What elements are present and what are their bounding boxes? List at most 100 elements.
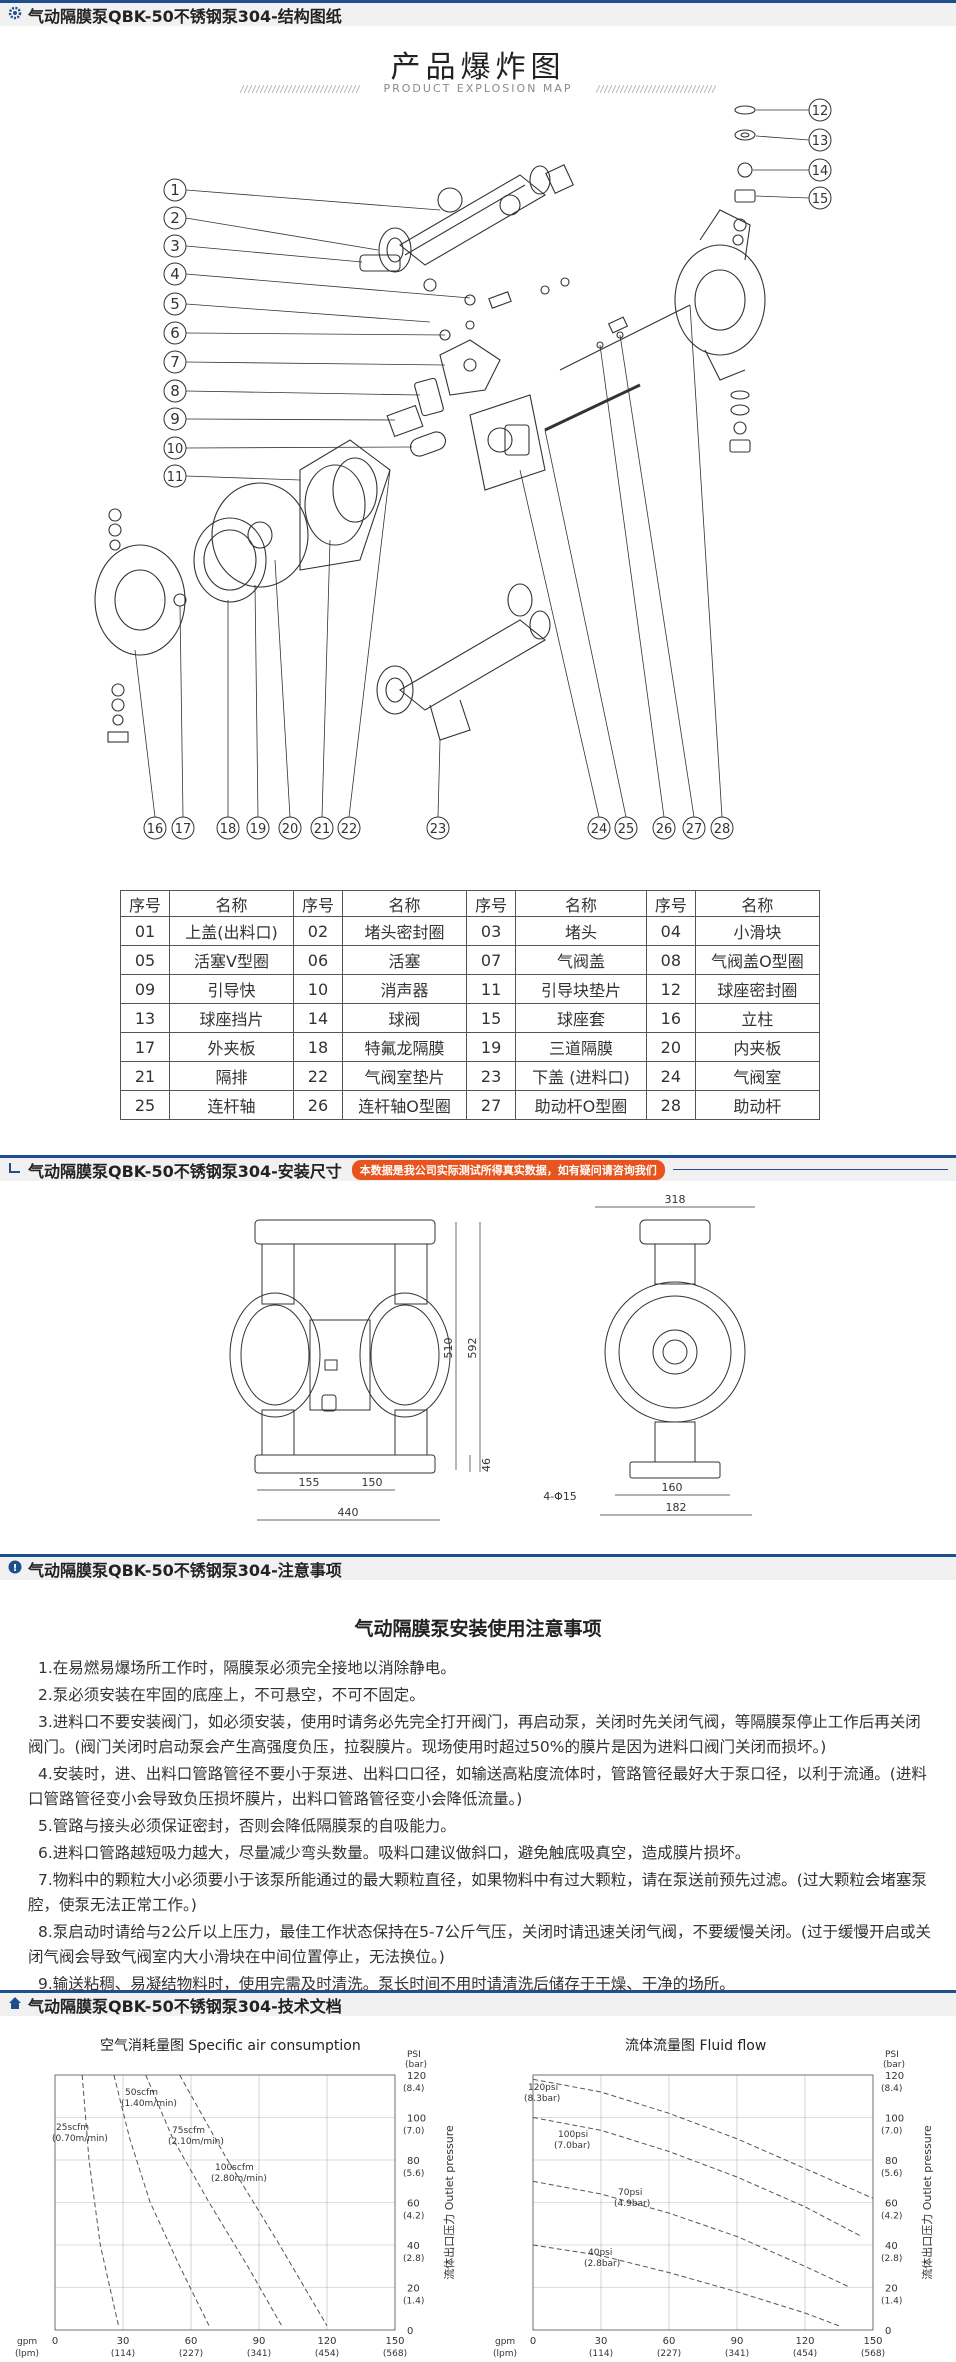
table-cell: 下盖 (进料口) xyxy=(515,1061,647,1091)
x-tick-label: 30 xyxy=(117,2336,130,2347)
chart1-title: 空气消耗量图 Specific air consumption xyxy=(100,2038,361,2054)
svg-text:14: 14 xyxy=(812,164,829,179)
callout-right-12: 12 xyxy=(756,98,832,122)
callout-left-10: 10 xyxy=(163,436,413,460)
dim-w1: 155 xyxy=(299,1476,320,1489)
table-header-cell: 名称 xyxy=(341,890,468,917)
callout-left-1: 1 xyxy=(163,178,441,211)
table-cell: 隔排 xyxy=(169,1061,294,1091)
table-cell: 14 xyxy=(292,1003,343,1033)
table-header-cell: 名称 xyxy=(515,890,647,917)
table-cell: 02 xyxy=(292,916,343,946)
callout-bottom-24: 24 xyxy=(519,469,611,840)
series-line xyxy=(145,2074,283,2327)
table-cell: 01 xyxy=(120,916,170,946)
svg-text:1: 1 xyxy=(170,181,180,199)
house-icon xyxy=(8,1995,22,2014)
dim-h1: 510 xyxy=(442,1338,455,1359)
table-cell: 引导快 xyxy=(169,974,294,1004)
exploded-view-diagram: 1 2 3 4 5 6 7 8 9 10 11 12 13 14 15 16 1… xyxy=(94,98,832,840)
series-annotation: (8.3bar) xyxy=(524,2094,560,2104)
plot-frame xyxy=(532,2074,874,2331)
y-axis-title: 流体出口压力 Outlet pressure xyxy=(920,2125,934,2280)
table-cell: 气阀盖 xyxy=(515,945,647,975)
table-cell: 23 xyxy=(466,1061,517,1091)
table-cell: 05 xyxy=(120,945,170,975)
x-tick-label: 90 xyxy=(731,2336,744,2347)
table-cell: 球座套 xyxy=(515,1003,647,1033)
note-item: 8.泵启动时请给与2公斤以上压力，最佳工作状态保持在5-7公斤气压，关闭时请迅速… xyxy=(28,1923,932,1966)
table-cell: 26 xyxy=(292,1090,343,1120)
x-tick-label: 90 xyxy=(253,2336,266,2347)
table-cell: 20 xyxy=(645,1032,696,1062)
callout-right-13: 13 xyxy=(755,128,832,152)
table-cell: 16 xyxy=(645,1003,696,1033)
dim-side-w2: 182 xyxy=(666,1501,687,1514)
y-axis-title: 流体出口压力 Outlet pressure xyxy=(442,2125,456,2280)
series-annotation: (2.80m/min) xyxy=(211,2174,267,2184)
series-annotation: 120psi xyxy=(528,2083,558,2093)
x-tick-label-lpm: (454) xyxy=(793,2349,817,2359)
callout-bottom-26: 26 xyxy=(599,344,676,840)
table-cell: 27 xyxy=(466,1090,517,1120)
y-tick-label: 80 xyxy=(407,2156,420,2167)
y-tick-label-bar: (7.0) xyxy=(403,2127,424,2137)
y-tick-label: 40 xyxy=(885,2241,898,2252)
svg-text:!: ! xyxy=(13,1563,18,1574)
table-cell: 08 xyxy=(645,945,696,975)
callout-bottom-18: 18 xyxy=(216,600,240,840)
x-tick-label: 120 xyxy=(795,2336,814,2347)
x-tick-label-lpm: (341) xyxy=(247,2349,271,2359)
y-tick-label: 60 xyxy=(407,2199,420,2210)
table-cell: 活塞V型圈 xyxy=(169,945,294,975)
table-header-cell: 序号 xyxy=(645,890,696,917)
x-tick-label: 60 xyxy=(185,2336,198,2347)
dim-side-hole: 4-Φ15 xyxy=(543,1490,577,1503)
y-unit-label: (bar) xyxy=(883,2060,905,2070)
subtitle-hatch xyxy=(240,85,716,93)
dim-h3: 46 xyxy=(480,1458,493,1472)
table-header-cell: 名称 xyxy=(169,890,294,917)
table-cell: 连杆轴O型圈 xyxy=(341,1090,468,1120)
x-unit-label: gpm xyxy=(17,2337,37,2347)
dim-side-w1: 160 xyxy=(662,1481,683,1494)
callout-left-11: 11 xyxy=(163,464,301,488)
section-tech-header: 气动隔膜泵QBK-50不锈钢泵304-技术文档 xyxy=(0,1990,956,2016)
y-unit-label: PSI xyxy=(885,2050,899,2060)
x-tick-label-lpm: (341) xyxy=(725,2349,749,2359)
table-cell: 助动杆O型圈 xyxy=(515,1090,647,1120)
svg-text:2: 2 xyxy=(170,209,180,227)
callout-left-8: 8 xyxy=(163,379,421,403)
table-cell: 球座密封圈 xyxy=(694,974,821,1004)
series-line xyxy=(113,2074,210,2327)
table-cell: 18 xyxy=(292,1032,343,1062)
y-tick-label-bar: (5.6) xyxy=(881,2169,902,2179)
table-cell: 上盖(出料口) xyxy=(169,916,294,946)
y-tick-label-bar: (4.2) xyxy=(881,2212,902,2222)
x-tick-label: 0 xyxy=(52,2336,58,2347)
y-tick-label: 20 xyxy=(885,2284,898,2295)
svg-text:3: 3 xyxy=(170,237,180,255)
x-unit-label: (lpm) xyxy=(15,2349,39,2359)
series-annotation: (0.70m/min) xyxy=(52,2134,108,2144)
svg-text:28: 28 xyxy=(714,822,731,837)
callout-left-2: 2 xyxy=(163,206,379,251)
y-tick-label: 0 xyxy=(407,2326,413,2337)
table-cell: 25 xyxy=(120,1090,170,1120)
note-item: 7.物料中的颗粒大小必须要小于该泵所能通过的最大颗粒直径，如果物料中有过大颗粒，… xyxy=(28,1871,927,1914)
series-annotation: (2.8bar) xyxy=(584,2259,620,2269)
series-annotation: 100scfm xyxy=(215,2163,254,2173)
table-cell: 11 xyxy=(466,974,517,1004)
x-tick-label: 120 xyxy=(317,2336,336,2347)
series-annotation: 75scfm xyxy=(172,2126,205,2136)
svg-text:21: 21 xyxy=(314,822,331,837)
series-line xyxy=(532,2117,862,2237)
note-item: 1.在易燃易爆场所工作时，隔膜泵必须完全接地以消除静电。 xyxy=(38,1659,456,1677)
table-cell: 04 xyxy=(645,916,696,946)
svg-text:13: 13 xyxy=(812,134,829,149)
